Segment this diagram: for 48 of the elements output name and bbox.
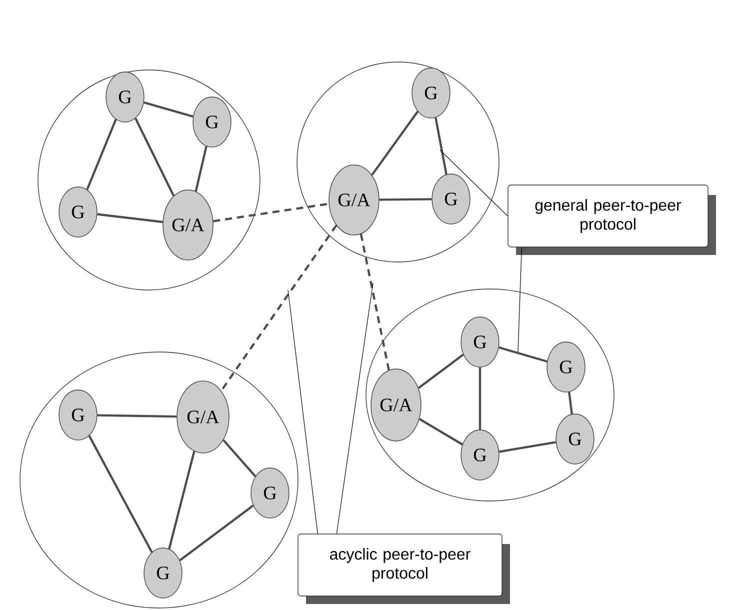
host-node: G [144, 548, 182, 598]
host-node: G/A [328, 164, 380, 236]
network-link [418, 354, 464, 390]
cluster-ellipse [296, 62, 500, 262]
host-node: G [106, 72, 144, 122]
host-node: G [250, 468, 290, 518]
host-node: G [58, 186, 98, 238]
host-node: G/A [176, 380, 230, 454]
network-link [134, 118, 175, 196]
callout-box: general peer-to-peer protocol [508, 184, 716, 255]
host-node: G [556, 414, 594, 464]
host-node: G [192, 96, 232, 148]
network-link [371, 110, 419, 176]
cluster-ellipse [366, 288, 614, 502]
network-link [568, 392, 573, 414]
leader-line [440, 150, 508, 216]
leader-line [518, 247, 522, 352]
network-link [434, 117, 448, 175]
network-link [498, 346, 548, 363]
network-link [86, 118, 117, 190]
host-node: G [546, 342, 586, 392]
host-node: G/A [370, 368, 422, 442]
host-node: G [460, 430, 500, 480]
network-link [97, 213, 163, 224]
leader-line [336, 282, 374, 534]
network-link [194, 146, 208, 192]
network-link [418, 418, 463, 446]
callout-box: acyclic peer-to-peer protocol [298, 534, 510, 604]
overlay-link [213, 202, 329, 222]
cluster-ellipse [20, 352, 298, 608]
network-link [97, 414, 177, 418]
network-link [168, 450, 196, 550]
host-node: G [412, 68, 450, 118]
host-node: G [58, 390, 98, 440]
leader-line [288, 290, 318, 534]
host-node: G/A [162, 190, 214, 260]
network-link [88, 435, 153, 553]
host-node: G [432, 174, 470, 224]
cluster-ellipse [38, 70, 260, 290]
network-link [499, 441, 556, 453]
overlay-link [360, 234, 390, 370]
network-link [222, 439, 256, 478]
overlay-link [220, 224, 338, 392]
host-node: G [460, 316, 500, 368]
network-link [179, 504, 254, 562]
network-link [379, 198, 432, 201]
network-link [144, 101, 194, 118]
network-link [478, 367, 482, 430]
